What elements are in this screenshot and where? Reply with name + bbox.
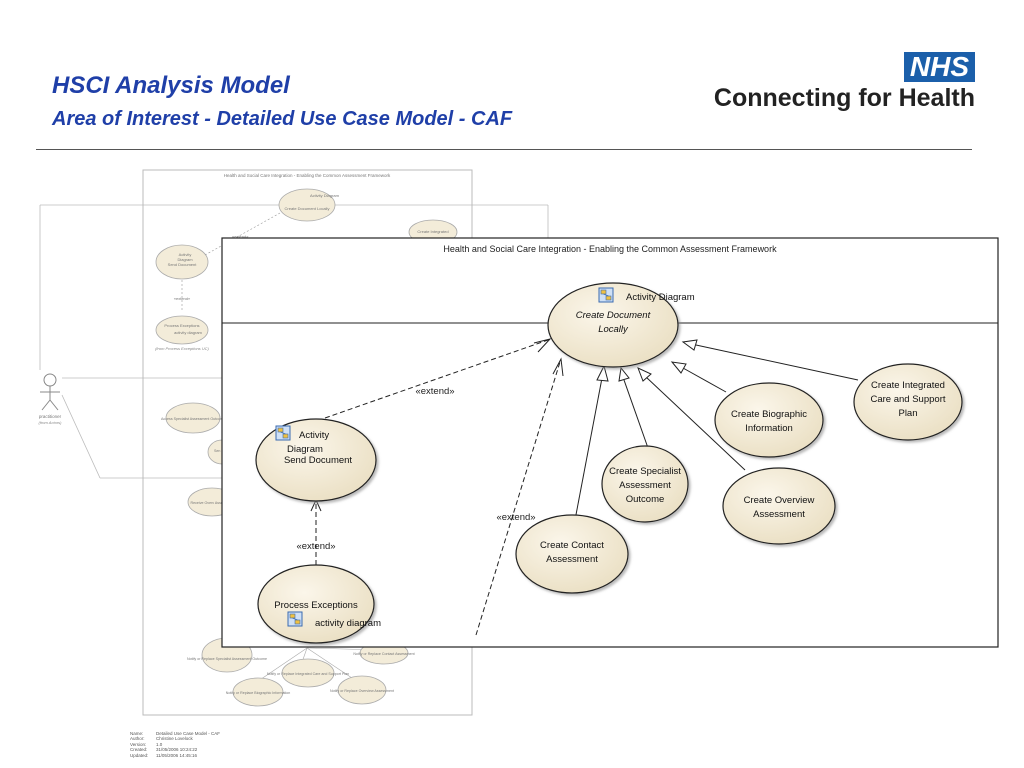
nhs-logo-tagline: Connecting for Health — [713, 84, 975, 112]
background-usecase-send-document — [155, 244, 209, 280]
background-usecase-create-document — [278, 188, 336, 222]
send-document-note-1: Activity — [299, 430, 329, 441]
send-document-label: Send Document — [284, 455, 352, 466]
background-actor — [40, 373, 60, 411]
metadata-label: Name: — [130, 731, 144, 736]
background-process-note: activity diagram — [174, 330, 202, 335]
create-contact-line1: Create Contact — [540, 540, 604, 551]
background-usecase-create-integrated-label: Create Integrated — [417, 229, 448, 234]
background-extend-label-2: «extend» — [232, 234, 249, 239]
header-divider — [36, 149, 972, 150]
metadata-label: Version: — [130, 741, 147, 747]
metadata-value: 31/05/2006 10:24:22 — [156, 747, 198, 753]
background-extend-label: «extend» — [174, 296, 191, 301]
main-diagram-frame-title: Health and Social Care Integration - Ena… — [443, 244, 777, 254]
background-access-specialist-label: Access Specialist Assessment Outcome — [161, 417, 225, 421]
send-document-note-2: Diagram — [287, 444, 323, 455]
activity-diagram-icon — [275, 425, 291, 441]
metadata-value: 1.0 — [156, 741, 163, 747]
usecase-create-overview-assessment — [722, 467, 836, 545]
generalization-arrows — [574, 339, 859, 521]
create-document-line1: Create Document — [576, 310, 651, 321]
create-biographic-line1: Create Biographic — [731, 409, 807, 420]
background-notify-specialist: Notify or Replace Specialist Assessment … — [187, 657, 267, 661]
activity-diagram-icon — [287, 611, 303, 627]
create-specialist-line2: Assessment — [619, 480, 671, 491]
background-send-note-2: Diagram — [177, 257, 193, 262]
metadata-label: Updated: — [130, 752, 149, 758]
extend-label-contact: «extend» — [496, 512, 535, 523]
create-overview-line2: Assessment — [753, 509, 805, 520]
metadata-row: Name: Detailed Use Case Model - CAF — [130, 731, 220, 736]
metadata-row: Updated: 11/05/2006 14:45:16 — [130, 753, 220, 758]
extend-label-process-exceptions: «extend» — [296, 541, 335, 552]
metadata-label: Author: — [130, 736, 145, 742]
create-biographic-line2: Information — [745, 423, 793, 434]
process-exceptions-label: Process Exceptions — [274, 600, 358, 611]
usecase-create-specialist-assessment — [601, 445, 689, 523]
background-send-label: Send Document — [168, 262, 198, 267]
usecase-create-document-locally — [547, 282, 679, 368]
background-usecase-process-exceptions — [155, 315, 209, 345]
background-frame-title: Health and Social Care Integration - Ena… — [224, 173, 391, 178]
page-subtitle: Area of Interest - Detailed Use Case Mod… — [52, 108, 513, 130]
extend-label-send-document: «extend» — [415, 386, 454, 397]
create-integrated-line2: Care and Support — [871, 394, 946, 405]
usecase-process-exceptions — [257, 564, 375, 644]
usecase-create-integrated-care-plan — [853, 363, 963, 441]
background-receive-overview-label: Receive Overv Assessm — [191, 501, 230, 505]
background-notify-overview: Notify or Replace Overview Assessment — [330, 689, 394, 693]
page-title: HSCI Analysis Model — [52, 72, 290, 99]
background-process-label: Process Exceptions — [164, 323, 199, 328]
background-usecase-access-specialist — [165, 402, 221, 434]
create-overview-line1: Create Overview — [744, 495, 815, 506]
nhs-logo: NHS Connecting for Health — [700, 52, 975, 122]
process-exceptions-note: activity diagram — [315, 618, 381, 629]
background-send-note-1: Activity — [179, 252, 192, 257]
metadata-label: Created: — [130, 747, 148, 753]
background-usecase-create-document-label: Create Document Locally — [285, 206, 330, 211]
create-specialist-line3: Outcome — [626, 494, 665, 505]
background-actor-name: practitioner — [39, 414, 62, 419]
usecase-create-contact-assessment — [515, 514, 629, 594]
create-document-note: Activity Diagram — [626, 292, 695, 303]
metadata-value: Detailed Use Case Model - CAF — [156, 731, 221, 736]
create-contact-line2: Assessment — [546, 554, 598, 565]
create-specialist-line1: Create Specialist — [609, 466, 681, 477]
diagram-metadata: Name: Detailed Use Case Model - CAF Autho… — [130, 731, 220, 758]
background-actor-from: (from Actors) — [39, 420, 63, 425]
background-from-process: (from Process Exceptions UC) — [155, 346, 209, 351]
activity-diagram-icon — [598, 287, 614, 303]
create-document-line2: Locally — [598, 324, 629, 335]
metadata-row: Created: 31/05/2006 10:24:22 — [130, 747, 220, 752]
main-diagram: Health and Social Care Integration - Ena… — [221, 237, 999, 648]
usecase-create-biographic-information — [714, 382, 824, 458]
background-notify-integrated: Notify or Replace Integrated Care and Su… — [267, 672, 349, 676]
metadata-value: 11/05/2006 14:45:16 — [156, 752, 197, 758]
create-integrated-line3: Plan — [898, 408, 917, 419]
background-notify-contact: Notify or Replace Contact Assessment — [353, 652, 414, 656]
background-notify-biographic: Notify or Replace Biographic Information — [226, 691, 291, 695]
metadata-row: Author: Christine Lovelock — [130, 736, 220, 741]
metadata-row: Version: 1.0 — [130, 742, 220, 747]
nhs-logo-mark: NHS — [903, 52, 975, 82]
create-integrated-line1: Create Integrated — [871, 380, 945, 391]
background-sen-label: Sen — [214, 449, 220, 453]
metadata-value: Christine Lovelock — [156, 736, 193, 742]
background-usecase-note: Activity Diagram — [310, 193, 340, 198]
